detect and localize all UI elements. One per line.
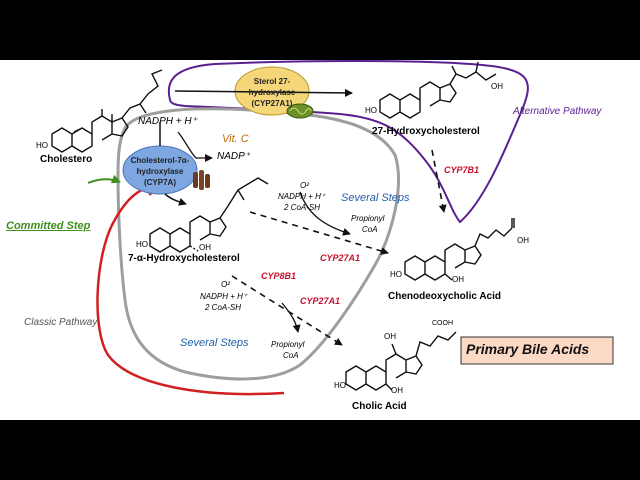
cyp27a1-label-b: CYP27A1 [300, 296, 341, 306]
cyp7b1-label: CYP7B1 [444, 165, 480, 175]
cholesterol-ho-label: HO [36, 141, 48, 150]
alternative-pathway-label: Alternative Pathway [513, 106, 602, 117]
cdca-ho-label: HO [390, 270, 402, 279]
primary-bile-acids-box [460, 336, 614, 365]
cholic-ho-label: HO [334, 381, 346, 390]
arrow-nadph-to-nadp [177, 131, 213, 162]
cyp27a1-enzyme-label: Sterol 27- hydroxylase (CYP27A1) [242, 76, 302, 109]
cholic-oh-bottom-label: OH [391, 386, 403, 395]
cdca-carboxyl-oh-label: OH [517, 236, 529, 245]
several-steps-label-b: Several Steps [180, 337, 249, 349]
nadph-top-label: NADPH + H⁺ [138, 116, 197, 127]
mitochondrion-icon [286, 103, 314, 119]
several-steps-label-a: Several Steps [341, 192, 410, 204]
coa-sh-label-a: 2 CoA-SH [284, 203, 321, 212]
cyp27a1-line-3: (CYP27A1) [251, 99, 293, 108]
hydroxycholesterol-27-label: 27-Hydroxycholesterol [372, 126, 480, 137]
vit-c-label: Vit. C [222, 133, 249, 145]
cyp7a-enzyme-label: Cholesterol-7α- hydroxylase (CYP7A) [126, 155, 194, 188]
cyp7a-line-3: (CYP7A) [143, 178, 176, 187]
negative-feedback-curve [96, 186, 285, 396]
coa-label-b: CoA [283, 351, 299, 360]
hydroxy7a-oh-label: OH [199, 243, 211, 252]
cyp27a1-line-1: Sterol 27- [253, 77, 291, 86]
cyp7a-line-1: Cholesterol-7α- [130, 156, 190, 165]
cholesterol-structure [51, 69, 163, 153]
hydroxy27-ho-label: HO [365, 106, 377, 115]
hydroxycholesterol-7a-label: 7-α-Hydroxycholesterol [128, 253, 240, 264]
chenodeoxycholic-acid-label: Chenodeoxycholic Acid [388, 291, 501, 302]
cholic-acid-label: Cholic Acid [352, 401, 407, 412]
primary-bile-acids-label: Primary Bile Acids [466, 341, 590, 357]
nadph-label-a: NADPH + H⁺ [278, 192, 326, 201]
cholic-cooh-label: COOH [432, 320, 453, 327]
cholic-acid-structure [345, 331, 457, 391]
cyp27a1-line-2: hydroxylase [248, 88, 296, 97]
coa-sh-label-b: 2 CoA-SH [205, 303, 242, 312]
o2-label-a: O² [300, 181, 309, 190]
cdca-oh-label: OH [452, 275, 464, 284]
arrow-to-27-hydroxycholesterol [174, 88, 353, 97]
hydroxycholesterol-7a-structure [149, 177, 269, 253]
hydroxy27-oh-label: OH [491, 82, 503, 91]
coa-label-a: CoA [362, 225, 378, 234]
chenodeoxycholic-acid-structure [404, 218, 515, 281]
committed-step-label: Committed Step [6, 220, 91, 232]
arrow-propionyl-b [281, 302, 301, 333]
cholic-oh-top-label: OH [384, 332, 396, 341]
arrow-7a-synthesis [164, 193, 187, 206]
propionyl-label-a: Propionyl [351, 214, 385, 223]
o2-label-b: O² [221, 280, 230, 289]
cholesterol-label: Cholestero [40, 154, 93, 165]
hydroxycholesterol-27-structure [379, 61, 497, 119]
propionyl-label-b: Propionyl [271, 340, 305, 349]
nadp-label: NADP⁺ [217, 151, 251, 162]
nadph-label-b: NADPH + H⁺ [200, 292, 248, 301]
arrow-propionyl-a [299, 191, 351, 236]
cyp8b1-label: CYP8B1 [261, 271, 297, 281]
classic-pathway-label: Classic Pathway [24, 317, 98, 328]
cyp7a-line-2: hydroxylase [136, 167, 184, 176]
committed-step-arrow [87, 174, 121, 184]
cyp27a1-label-a: CYP27A1 [320, 253, 361, 263]
hydroxy7a-ho-label: HO [136, 240, 148, 249]
endoplasmic-reticulum-icon [193, 170, 210, 190]
arrow-7a-to-cdca [249, 211, 389, 255]
